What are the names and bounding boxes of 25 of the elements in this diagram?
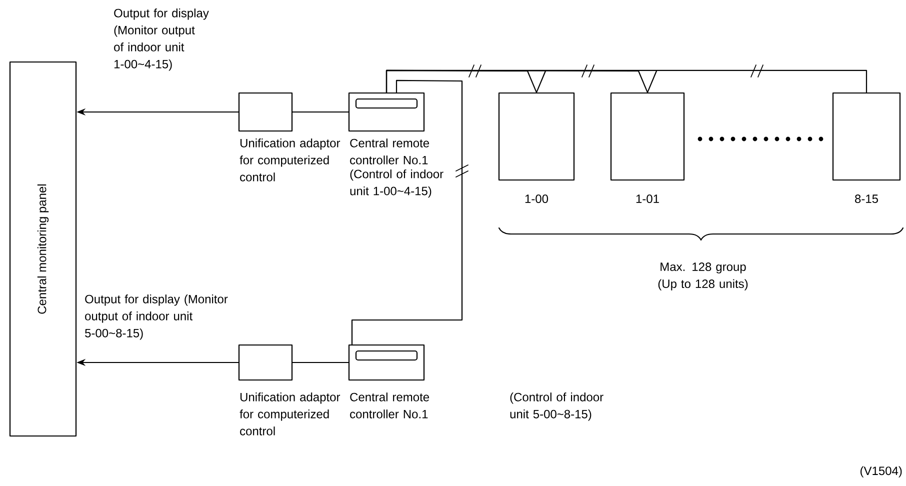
group-caption: Max. 128 group (Up to 128 units) (658, 262, 748, 290)
node-label: 1-01 (636, 194, 659, 204)
node-label: 8-15 (855, 194, 878, 204)
indoor-unit-box: 8-15 (832, 92, 901, 204)
edge-label: Output for display (Monitor output of indoor unit 1-00~4-15) (114, 8, 209, 71)
node-label: Unification adaptor for computerized control (240, 138, 340, 182)
adaptor-box: Unification adaptor for computerized control (238, 92, 340, 182)
indoor-unit-box: 1-01 (610, 92, 685, 204)
remote-controller: Central remote controller No.1 (348, 344, 430, 418)
node-label: (Control of indoor unit 1-00~4-15) (350, 169, 444, 198)
monitoring-panel: Central monitoring panel (9, 61, 77, 437)
connector-line (351, 80, 463, 346)
remote-controller: Central remote controller No.1 (Control of indoor unit 1-00~4-15) (348, 92, 444, 198)
adaptor-box: Unification adaptor for computerized control (238, 344, 340, 436)
connector-line (292, 111, 349, 113)
node-label: Central remote controller No.1 (350, 138, 430, 164)
indoor-unit-box: 1-00 (498, 92, 575, 204)
node-label: Unification adaptor for computerized control (240, 392, 340, 436)
connector-line (386, 70, 868, 93)
node-label: 1-00 (525, 194, 548, 204)
figure-code: (V1504) (860, 466, 902, 478)
edge-label: Output for display (Monitor output of indoor unit 5-00~8-15) (85, 294, 228, 340)
connector-line (292, 362, 349, 364)
node-label: Central remote controller No.1 (350, 392, 430, 418)
note-text: (Control of indoor unit 5-00~8-15) (510, 392, 604, 421)
